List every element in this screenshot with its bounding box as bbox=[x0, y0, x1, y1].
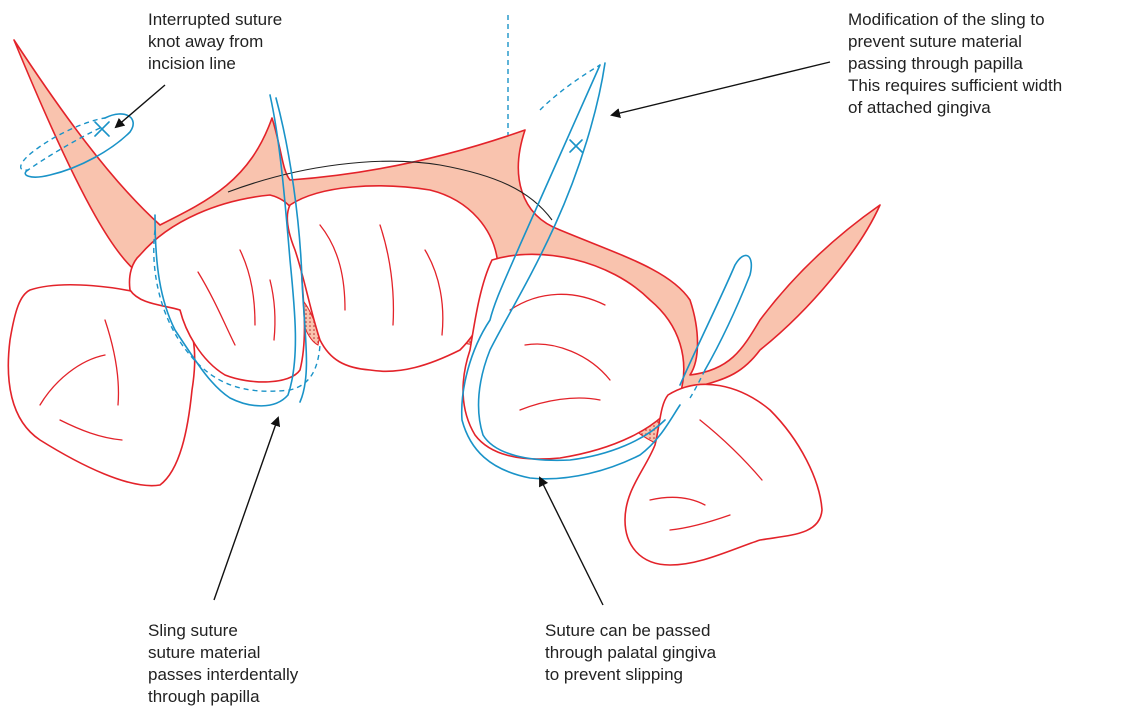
label-line: knot away from bbox=[148, 31, 282, 53]
label-palatal-suture: Suture can be passed through palatal gin… bbox=[545, 620, 716, 686]
label-line: passing through papilla bbox=[848, 53, 1062, 75]
label-line: through palatal gingiva bbox=[545, 642, 716, 664]
label-sling-suture: Sling suture suture material passes inte… bbox=[148, 620, 298, 708]
label-line: Sling suture bbox=[148, 620, 298, 642]
tooth-3 bbox=[287, 186, 498, 371]
label-line: passes interdentally bbox=[148, 664, 298, 686]
label-line: of attached gingiva bbox=[848, 97, 1062, 119]
label-line: prevent suture material bbox=[848, 31, 1062, 53]
suture-knot bbox=[570, 140, 582, 152]
label-line: to prevent slipping bbox=[545, 664, 716, 686]
pointer-sling bbox=[214, 418, 278, 600]
pointer-palatal bbox=[540, 478, 603, 605]
tooth-1 bbox=[8, 285, 194, 486]
label-line: Suture can be passed bbox=[545, 620, 716, 642]
label-interrupted-suture: Interrupted suture knot away from incisi… bbox=[148, 9, 282, 75]
label-line: Interrupted suture bbox=[148, 9, 282, 31]
label-line: This requires sufficient width bbox=[848, 75, 1062, 97]
pointer-interrupted bbox=[116, 85, 165, 127]
pointer-modification bbox=[612, 62, 830, 115]
label-sling-modification: Modification of the sling to prevent sut… bbox=[848, 9, 1062, 119]
label-line: through papilla bbox=[148, 686, 298, 708]
label-line: suture material bbox=[148, 642, 298, 664]
label-line: Modification of the sling to bbox=[848, 9, 1062, 31]
label-line: incision line bbox=[148, 53, 282, 75]
